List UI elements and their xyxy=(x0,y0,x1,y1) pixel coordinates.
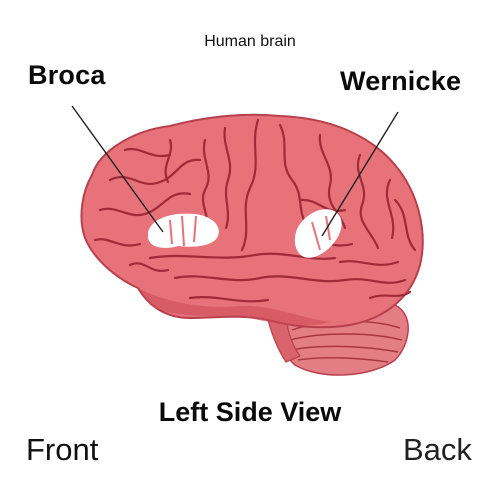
wernicke-area-highlight xyxy=(294,209,342,258)
broca-label: Broca xyxy=(28,60,106,90)
wernicke-leader-line xyxy=(321,111,399,237)
front-label: Front xyxy=(26,432,99,467)
back-label: Back xyxy=(403,432,472,467)
cerebrum xyxy=(80,113,424,329)
brain-stem xyxy=(267,317,301,363)
broca-leader-line xyxy=(71,105,164,233)
diagram-title: Human brain xyxy=(204,33,296,50)
view-caption: Left Side View xyxy=(158,397,342,427)
wernicke-label: Wernicke xyxy=(340,66,462,96)
